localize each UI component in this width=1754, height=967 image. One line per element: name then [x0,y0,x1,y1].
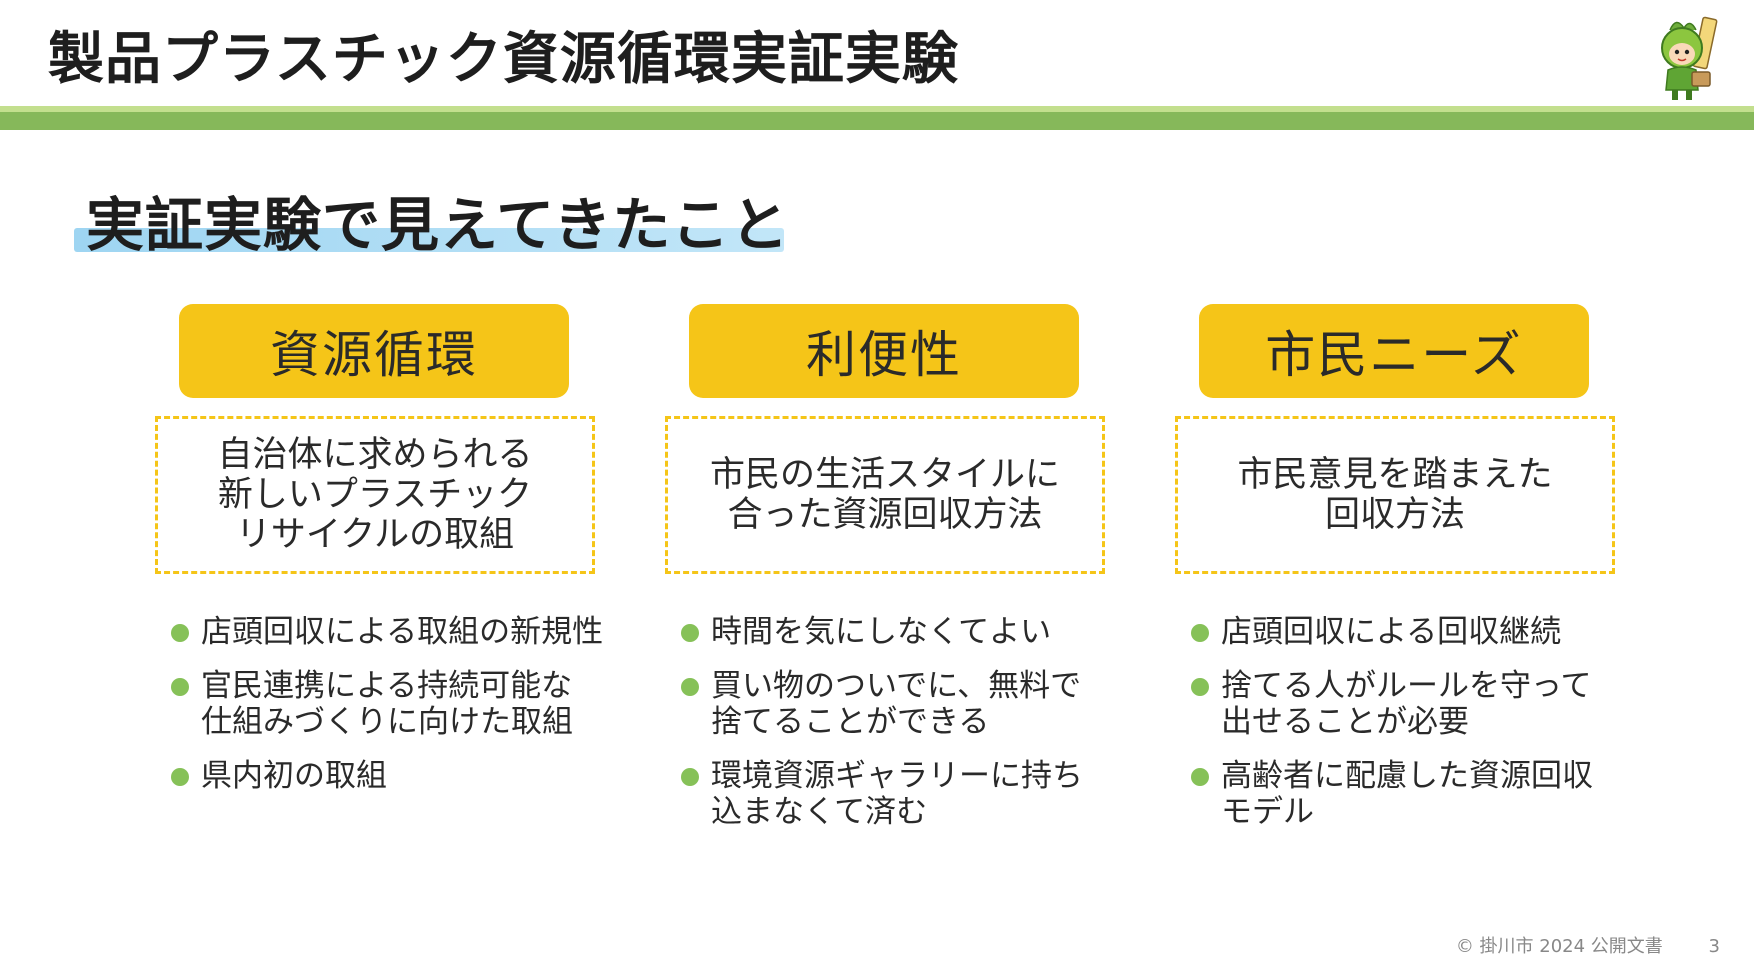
list-item: 買い物のついでに、無料で 捨てることができる [681,668,1105,740]
column-tag: 市民ニーズ [1199,304,1589,398]
description-line: 合った資源回収方法 [727,495,1043,535]
bullet-text: 出せることが必要 [1221,704,1469,740]
bullet-text: 店頭回収による回収継続 [1221,614,1562,650]
list-item: 捨てる人がルールを守って 出せることが必要 [1191,668,1615,740]
bullet-text: 捨てる人がルールを守って [1221,668,1592,704]
bullet-text: 込まなくて済む [711,794,928,830]
mascot-character-icon [1640,12,1732,104]
description-line: リサイクルの取組 [235,515,515,555]
list-item: 県内初の取組 [171,758,595,794]
bullet-list: 時間を気にしなくてよい 買い物のついでに、無料で 捨てることができる 環境資源ギ… [665,614,1105,830]
bullet-text: 仕組みづくりに向けた取組 [201,704,573,740]
page-title: 製品プラスチック資源循環実証実験 [48,27,959,92]
bullet-text: 捨てることができる [711,704,990,740]
bullet-text: 環境資源ギャラリーに持ち [711,758,1083,794]
bullet-dot-icon [1191,768,1209,786]
column-citizen-needs: 市民ニーズ 市民意見を踏まえた 回収方法 店頭回収による回収継続 捨てる人がルー… [1175,304,1615,848]
column-convenience: 利便性 市民の生活スタイルに 合った資源回収方法 時間を気にしなくてよい 買い物… [665,304,1105,848]
description-line: 市民の生活スタイルに [709,455,1060,495]
page-number: 3 [1708,936,1720,957]
bullet-text: 買い物のついでに、無料で [711,668,1082,704]
description-line: 回収方法 [1324,495,1465,535]
column-description: 市民の生活スタイルに 合った資源回収方法 [710,455,1060,535]
column-resource-circulation: 資源循環 自治体に求められる 新しいプラスチック リサイクルの取組 店頭回収によ… [155,304,604,812]
bullet-text: 時間を気にしなくてよい [711,614,1052,650]
title-divider-dark [0,112,1754,130]
bullet-list: 店頭回収による回収継続 捨てる人がルールを守って 出せることが必要 高齢者に配慮… [1175,614,1615,830]
bullet-dot-icon [1191,624,1209,642]
bullet-dot-icon [171,768,189,786]
title-divider-light [0,106,1754,112]
column-description-box: 市民意見を踏まえた 回収方法 [1175,416,1615,574]
list-item: 環境資源ギャラリーに持ち 込まなくて済む [681,758,1105,830]
bullet-dot-icon [681,768,699,786]
bullet-dot-icon [681,624,699,642]
list-item: 官民連携による持続可能な 仕組みづくりに向けた取組 [171,668,595,740]
column-tag: 利便性 [689,304,1079,398]
column-description-box: 自治体に求められる 新しいプラスチック リサイクルの取組 [155,416,595,574]
bullet-dot-icon [1191,678,1209,696]
bullet-text: 高齢者に配慮した資源回収 [1221,758,1593,794]
column-description-box: 市民の生活スタイルに 合った資源回収方法 [665,416,1105,574]
footer: © 掛川市 2024 公開文書 3 [1456,932,1720,958]
description-line: 新しいプラスチック [217,475,533,515]
list-item: 高齢者に配慮した資源回収 モデル [1191,758,1615,830]
bullet-dot-icon [171,678,189,696]
section-heading: 実証実験で見えてきたこと [74,178,788,264]
description-line: 自治体に求められる [217,435,533,475]
copyright-text: © 掛川市 2024 公開文書 [1455,936,1663,957]
bullet-dot-icon [681,678,699,696]
subtitle-highlight [74,228,784,252]
bullet-list: 店頭回収による取組の新規性 官民連携による持続可能な 仕組みづくりに向けた取組 … [155,614,604,794]
list-item: 時間を気にしなくてよい [681,614,1105,650]
bullet-text: 県内初の取組 [201,758,387,794]
column-tag: 資源循環 [179,304,569,398]
description-line: 市民意見を踏まえた [1237,455,1553,495]
list-item: 店頭回収による取組の新規性 [171,614,604,650]
bullet-text: 店頭回収による取組の新規性 [201,614,604,650]
bullet-text: 官民連携による持続可能な [201,668,573,704]
section-subtitle: 実証実験で見えてきたこと [86,191,790,259]
list-item: 店頭回収による回収継続 [1191,614,1615,650]
bullet-text: モデル [1221,794,1314,830]
bullet-dot-icon [171,624,189,642]
column-description: 市民意見を踏まえた 回収方法 [1237,455,1552,535]
column-description: 自治体に求められる 新しいプラスチック リサイクルの取組 [217,435,532,555]
